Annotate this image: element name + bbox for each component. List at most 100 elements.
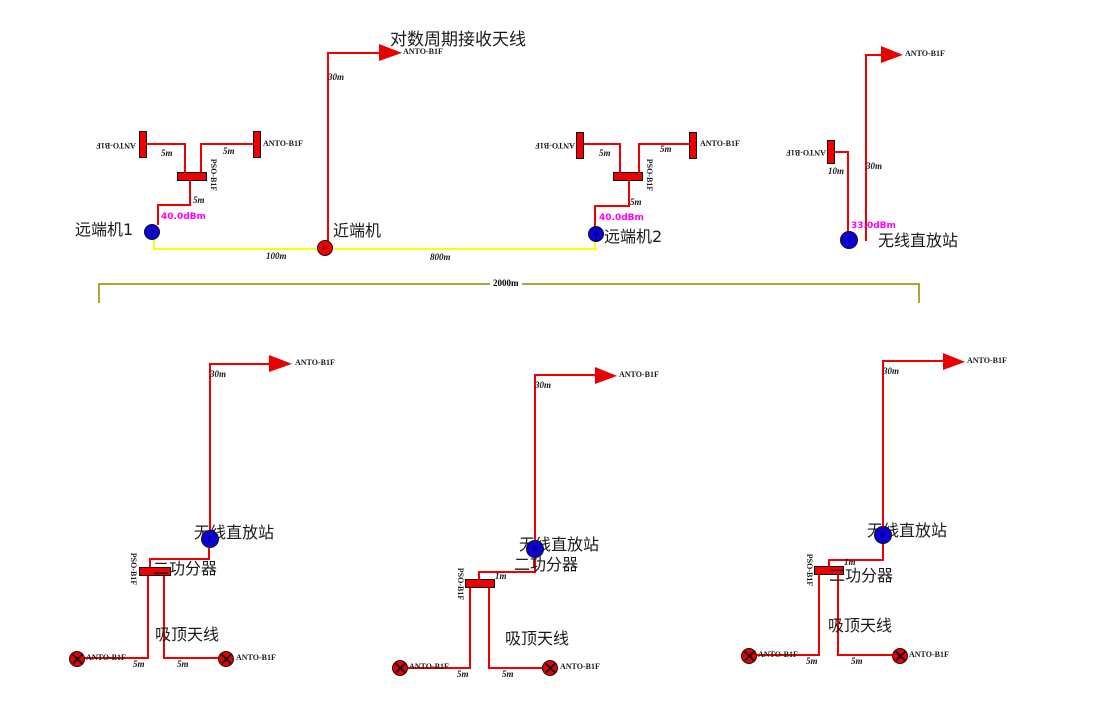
cable-segment[interactable]: [835, 151, 849, 153]
cable-segment[interactable]: [818, 575, 820, 656]
x-antenna-icon[interactable]: [892, 648, 908, 664]
repeater-node[interactable]: 0: [840, 231, 858, 249]
cable-segment[interactable]: [882, 360, 884, 528]
cable-segment[interactable]: [534, 374, 596, 376]
directional-antenna-icon[interactable]: [943, 353, 965, 370]
splitter-bar[interactable]: [613, 172, 643, 181]
power-level-label: 40.0dBm: [161, 212, 206, 222]
directional-antenna-icon[interactable]: [269, 355, 292, 372]
cable-segment[interactable]: [619, 143, 621, 172]
repeater-node[interactable]: 0: [201, 530, 219, 548]
splitter-label: 二功分器: [153, 559, 218, 578]
splitter-part-label: PSO-B1F: [456, 567, 465, 601]
cable-segment[interactable]: [478, 571, 480, 581]
cable-segment[interactable]: [837, 575, 839, 656]
cable-segment[interactable]: [488, 588, 490, 669]
x-antenna-icon[interactable]: [69, 651, 85, 667]
remote-unit-1-node[interactable]: 0: [144, 224, 160, 240]
antenna-part-label: ANTO-B1F: [905, 49, 945, 58]
cable-segment[interactable]: [594, 205, 630, 207]
cable-segment[interactable]: [149, 558, 210, 560]
trunk-cable[interactable]: [153, 240, 155, 250]
cable-segment[interactable]: [584, 143, 621, 145]
cable-segment[interactable]: [407, 667, 471, 669]
cable-segment[interactable]: [163, 657, 220, 659]
cable-segment[interactable]: [534, 558, 536, 573]
cable-segment[interactable]: [828, 559, 884, 561]
cable-segment[interactable]: [209, 363, 270, 365]
panel-antenna-bar[interactable]: [689, 132, 697, 159]
cable-length-label: 1m: [844, 557, 856, 567]
splitter-bar[interactable]: [465, 579, 495, 588]
cable-segment[interactable]: [828, 559, 830, 567]
remote-unit-2-label: 远端机2: [604, 227, 663, 246]
splitter-bar[interactable]: [139, 567, 171, 576]
repeater-node[interactable]: 0: [526, 540, 544, 558]
cable-segment[interactable]: [208, 548, 210, 560]
cable-segment[interactable]: [756, 654, 820, 656]
splitter-part-label: PSO-B1F: [805, 553, 814, 587]
splitter-bar[interactable]: [814, 566, 844, 575]
cable-length-label: 5m: [851, 656, 863, 666]
cable-segment[interactable]: [628, 181, 630, 207]
cable-length-label: 30m: [535, 380, 552, 390]
near-end-node[interactable]: 0: [317, 240, 333, 256]
cable-segment[interactable]: [84, 657, 149, 659]
panel-antenna-bar[interactable]: [139, 131, 147, 158]
cable-segment[interactable]: [189, 181, 191, 206]
cable-segment[interactable]: [163, 576, 165, 659]
directional-antenna-icon[interactable]: [595, 367, 617, 384]
cable-segment[interactable]: [469, 588, 471, 669]
ceiling-antenna-label: 吸顶天线: [155, 625, 220, 644]
cable-segment[interactable]: [847, 151, 849, 232]
cable-length-label: 5m: [133, 659, 145, 669]
cable-segment[interactable]: [865, 54, 867, 241]
ceiling-antenna-label: 吸顶天线: [828, 616, 893, 635]
trunk-cable[interactable]: [594, 242, 596, 250]
remote-unit-2-node[interactable]: 0: [588, 226, 604, 242]
cable-segment[interactable]: [209, 363, 211, 531]
trunk-cable[interactable]: [154, 248, 597, 250]
cable-segment[interactable]: [184, 143, 186, 172]
directional-antenna-icon[interactable]: [881, 46, 903, 63]
x-antenna-icon[interactable]: [542, 660, 558, 676]
cable-segment[interactable]: [638, 143, 640, 172]
antenna-part-label: ANTO-B1F: [758, 650, 798, 659]
antenna-part-label-mirrored: ANTO-B1F: [786, 147, 826, 157]
cable-length-label: 5m: [630, 197, 642, 207]
x-antenna-icon[interactable]: [218, 651, 234, 667]
cable-segment[interactable]: [837, 654, 894, 656]
cable-segment[interactable]: [147, 576, 149, 659]
cable-segment[interactable]: [882, 544, 884, 561]
cable-segment[interactable]: [157, 204, 159, 225]
panel-antenna-bar[interactable]: [827, 140, 835, 164]
cable-segment[interactable]: [638, 143, 689, 145]
cable-segment[interactable]: [866, 54, 883, 56]
cable-segment[interactable]: [882, 360, 944, 362]
cable-segment[interactable]: [488, 667, 544, 669]
antenna-part-label: ANTO-B1F: [295, 358, 335, 367]
cable-segment[interactable]: [149, 558, 151, 568]
cable-segment[interactable]: [147, 143, 186, 145]
x-antenna-icon[interactable]: [392, 660, 408, 676]
cable-segment[interactable]: [327, 52, 381, 54]
cable-segment[interactable]: [534, 374, 536, 542]
cable-length-label: 5m: [193, 195, 205, 205]
cable-length-label: 30m: [866, 161, 883, 171]
cable-segment[interactable]: [478, 571, 536, 573]
splitter-part-label: PSO-B1F: [645, 158, 654, 192]
cable-segment[interactable]: [200, 143, 202, 172]
panel-antenna-bar[interactable]: [576, 132, 584, 159]
x-antenna-icon[interactable]: [741, 648, 757, 664]
antenna-part-label-mirrored: ANTO-B1F: [535, 140, 575, 150]
repeater-node[interactable]: 0: [874, 526, 892, 544]
repeater-label: 无线直放站: [878, 231, 959, 250]
cable-segment[interactable]: [157, 204, 191, 206]
cable-segment[interactable]: [327, 52, 329, 243]
splitter-bar[interactable]: [177, 172, 207, 181]
panel-antenna-bar[interactable]: [253, 131, 261, 158]
cable-length-label: 1m: [495, 571, 507, 581]
cable-segment[interactable]: [594, 205, 596, 227]
cable-segment[interactable]: [200, 143, 253, 145]
cable-length-label: 5m: [177, 659, 189, 669]
